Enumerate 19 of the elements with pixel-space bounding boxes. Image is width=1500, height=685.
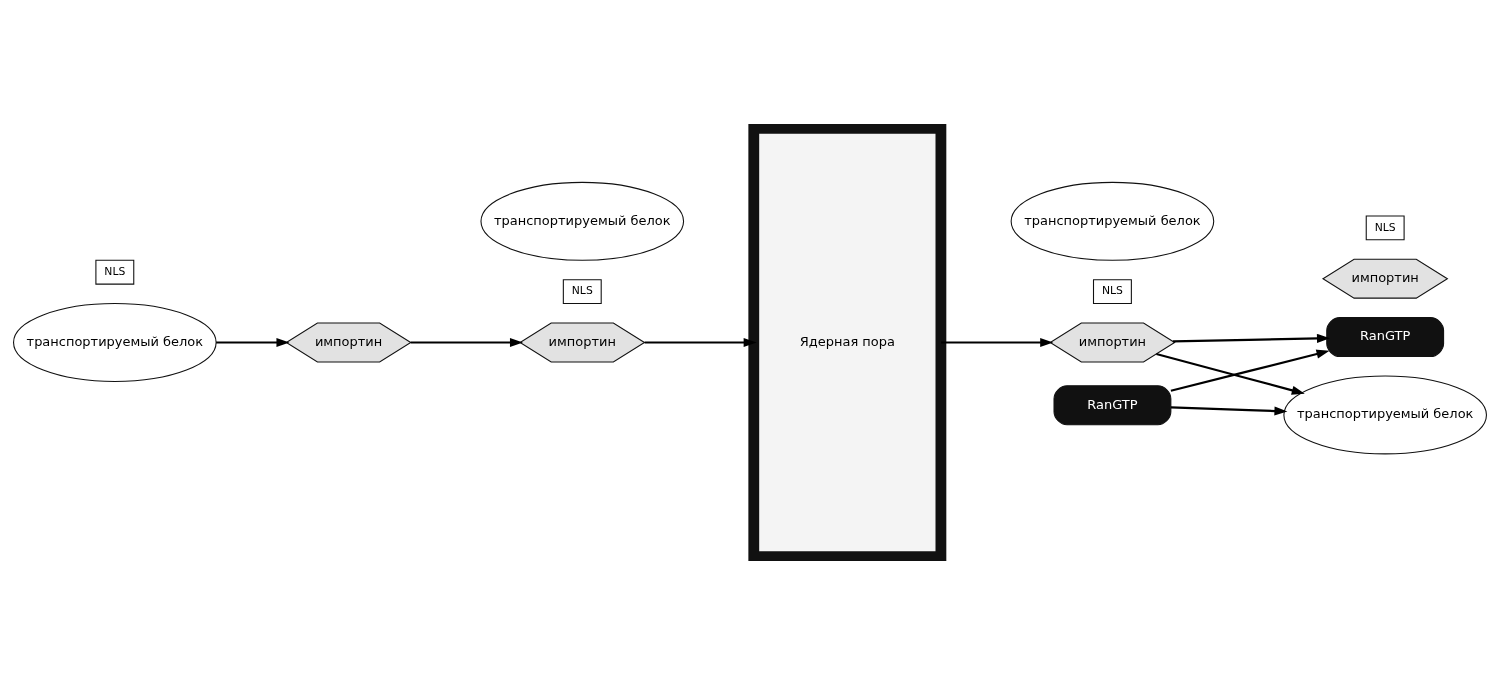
arrow xyxy=(216,337,290,348)
arrow xyxy=(1170,406,1288,416)
node-box: RanGTP xyxy=(1053,385,1172,426)
node-ellipse: транспортируемый белок xyxy=(480,181,685,261)
node-box: RanGTP xyxy=(1326,317,1445,358)
node-box: NLS xyxy=(95,259,135,285)
arrow xyxy=(941,337,1054,348)
node-box: NLS xyxy=(1365,215,1405,241)
node-box: NLS xyxy=(1092,279,1132,305)
node-ellipse: транспортируемый белок xyxy=(1283,375,1487,455)
arrow xyxy=(1170,349,1330,392)
arrow xyxy=(1156,352,1305,395)
node-ellipse: транспортируемый белок xyxy=(1010,181,1215,261)
node-box: NLS xyxy=(562,279,602,305)
arrow xyxy=(1172,333,1330,343)
arrow xyxy=(644,337,757,348)
node-ellipse: транспортируемый белок xyxy=(13,303,217,382)
node-box: Ядерная пора xyxy=(748,124,947,561)
arrow xyxy=(410,337,523,348)
